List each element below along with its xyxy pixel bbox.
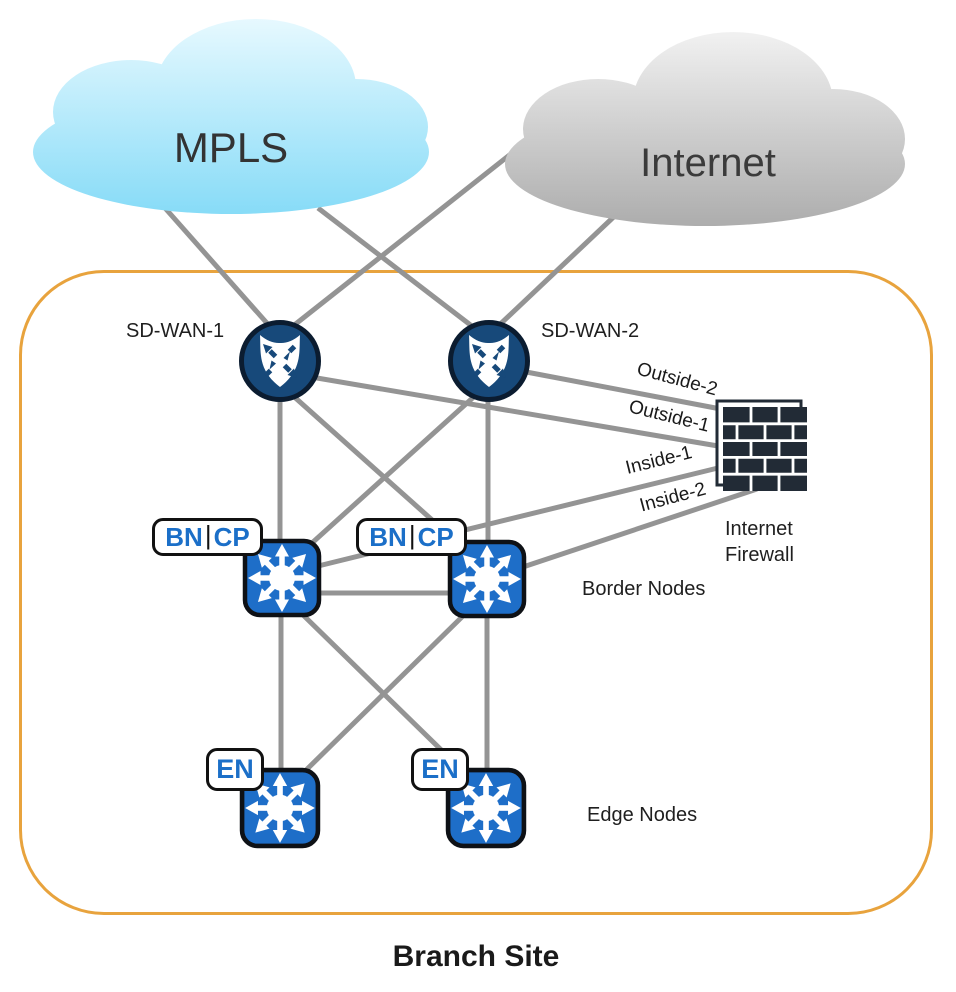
branch-site-label: Branch Site (392, 940, 560, 973)
sdwan2-router-icon (447, 319, 531, 403)
link-mpls-sdwan2 (316, 206, 479, 332)
firewall-label-line1: Internet (725, 518, 793, 540)
firewall-label-line2: Firewall (725, 544, 794, 566)
badge-separator: | (408, 520, 416, 550)
link-internet-sdwan2 (492, 208, 623, 332)
link-mpls-sdwan1 (163, 206, 275, 332)
bn-text: BN (165, 521, 203, 552)
en-text: EN (421, 754, 459, 784)
link-bn2-en1 (296, 610, 469, 780)
edge-nodes-label: Edge Nodes (587, 804, 698, 826)
mpls-cloud-shape: MPLS (33, 19, 429, 214)
firewall-label: Internet Firewall (725, 516, 794, 568)
internet-cloud-shape: Internet (505, 32, 905, 226)
sdwan1-label: SD-WAN-1 (126, 320, 225, 342)
link-internet-sdwan1 (286, 129, 542, 332)
branch-site-boundary (19, 270, 933, 915)
edge-node-1-badge: EN (206, 748, 264, 791)
border-nodes-label: Border Nodes (582, 578, 706, 600)
link-inside2 (519, 486, 758, 571)
border-node-1-badge: BN|CP (152, 518, 263, 556)
internet-cloud-label: Internet (640, 141, 776, 185)
mpls-cloud-label: MPLS (174, 124, 288, 171)
cp-text: CP (213, 521, 250, 552)
internet-firewall-icon (714, 398, 810, 494)
edge-node-2-badge: EN (411, 748, 469, 791)
link-sdwan2-bn1 (300, 392, 479, 554)
badge-separator: | (204, 520, 212, 550)
border-node-2-badge: BN|CP (356, 518, 467, 556)
sdwan2-label: SD-WAN-2 (541, 320, 640, 342)
cp-text: CP (417, 521, 454, 552)
link-outside2 (520, 368, 727, 413)
sdwan1-router-icon (238, 319, 322, 403)
link-outside1 (310, 374, 725, 450)
en-text: EN (216, 754, 254, 784)
bn-text: BN (369, 521, 407, 552)
